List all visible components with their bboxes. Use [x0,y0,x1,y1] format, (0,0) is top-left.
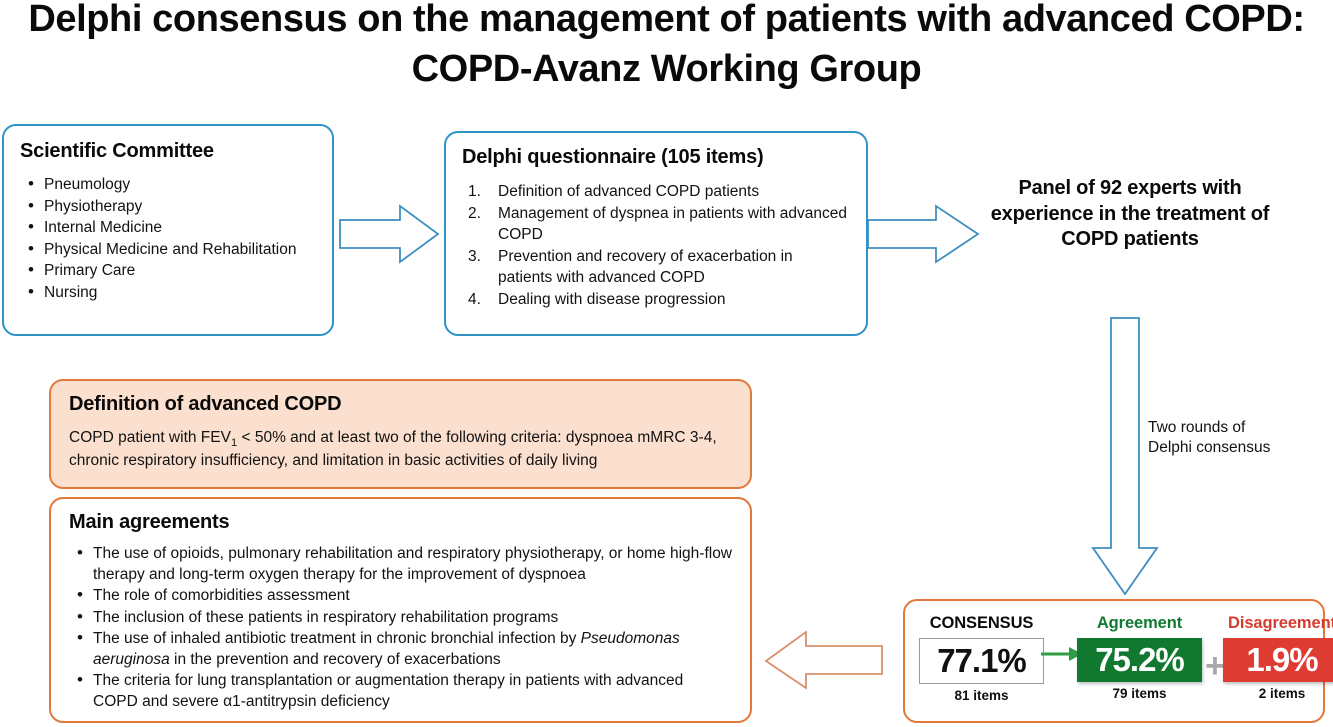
agreement-value: 75.2% [1077,638,1202,682]
definition-text: COPD patient with FEV1 < 50% and at leas… [69,427,732,471]
definition-heading: Definition of advanced COPD [69,393,342,415]
arrow-consensus-to-agreements [764,630,883,690]
main-agreements-list: The use of opioids, pulmonary rehabilita… [69,543,732,712]
list-item: The use of opioids, pulmonary rehabilita… [69,543,732,585]
disagreement-items: 2 items [1258,686,1306,701]
panel-of-experts-text: Panel of 92 experts with experience in t… [990,177,1270,250]
consensus-results-box: CONSENSUS 77.1% 81 items Agreement 75.2%… [903,599,1333,723]
delphi-questionnaire-box: Delphi questionnaire (105 items) Definit… [444,131,868,336]
disagreement-label: Disagreement [1228,614,1333,632]
agreement-label: Agreement [1096,614,1183,632]
agreement-pseudomonas-species: Pseudomonas aeruginosa [93,630,680,668]
main-agreements-heading: Main agreements [69,511,230,533]
green-arrow-icon [1041,647,1082,661]
list-item: Physiotherapy [20,196,316,218]
disagreement-column: Disagreement 1.9% 2 items [1223,614,1333,701]
definition-of-advanced-copd-box: Definition of advanced COPD COPD patient… [49,379,752,489]
two-rounds-label: Two rounds of Delphi consensus [1148,419,1271,456]
consensus-total-items: 81 items [954,688,1009,703]
list-item: The role of comorbidities assessment [69,585,732,607]
list-item: Physical Medicine and Rehabilitation [20,239,316,261]
agreement-alpha-part1: The criteria for lung transplantation or… [93,672,684,710]
page-title: Delphi consensus on the management of pa… [28,0,1305,90]
arrow-committee-to-questionnaire [339,204,440,264]
agreement-column: Agreement 75.2% 79 items [1077,614,1202,701]
main-agreements-box: Main agreements The use of opioids, pulm… [49,497,752,723]
list-item: Nursing [20,282,316,304]
list-item: The criteria for lung transplantation or… [69,670,732,712]
delphi-questionnaire-heading: Delphi questionnaire (105 items) [462,146,764,168]
scientific-committee-box: Scientific Committee Pneumology Physioth… [2,124,334,336]
consensus-total-column: CONSENSUS 77.1% 81 items [919,614,1044,703]
agreement-items: 79 items [1112,686,1167,701]
list-item: Prevention and recovery of exacerbation … [468,246,793,286]
plus-sign-icon: + [1205,647,1225,685]
list-item: Dealing with disease progression [468,289,726,310]
list-item: Internal Medicine [20,217,316,239]
arrow-questionnaire-to-panel [867,204,980,264]
consensus-total-value: 77.1% [919,638,1044,684]
agreement-alpha-part2: -antitrypsin deficiency [240,692,390,710]
agreement-pseudomonas-part1: The use of inhaled antibiotic treatment … [93,630,581,647]
consensus-label: CONSENSUS [929,614,1034,632]
definition-text-part1: COPD patient with FEV [69,429,231,446]
alpha1-symbol: α1 [223,692,241,710]
list-item: Pneumology [20,174,316,196]
fev1-subscript: 1 [230,437,238,449]
agreement-pseudomonas-part2: in the prevention and recovery of exacer… [169,650,501,668]
scientific-committee-list: Pneumology Physiotherapy Internal Medici… [20,174,316,304]
list-item: The inclusion of these patients in respi… [69,607,732,629]
arrow-two-rounds-of-delphi [1091,317,1159,596]
delphi-questionnaire-list: Definition of advanced COPD patients Man… [462,181,850,310]
definition-text-part2: < 50% and at least two of the following … [69,429,717,469]
list-item: Primary Care [20,260,316,282]
list-item: The use of inhaled antibiotic treatment … [69,628,732,670]
disagreement-value: 1.9% [1223,638,1333,682]
scientific-committee-heading: Scientific Committee [20,140,214,162]
list-item: Definition of advanced COPD patients [468,181,760,202]
list-item: Management of dyspnea in patients with a… [468,203,847,243]
